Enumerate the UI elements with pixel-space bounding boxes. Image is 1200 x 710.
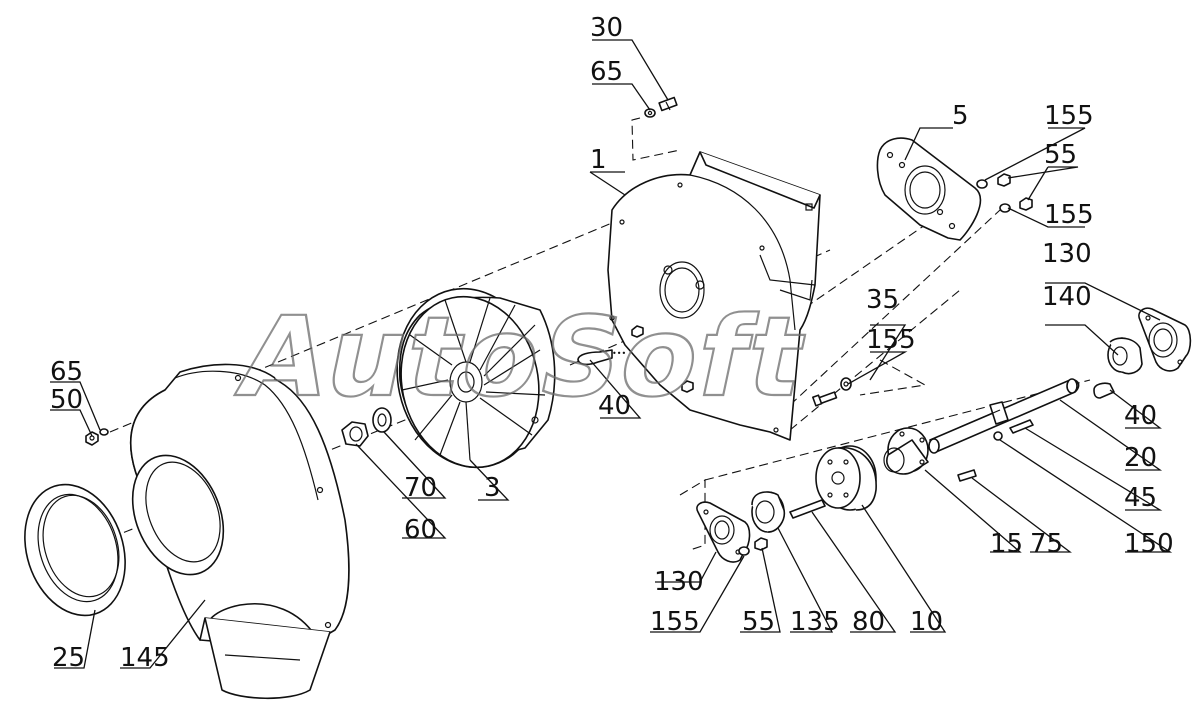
key-80 [789,499,826,519]
callout-55-upper: 55 [1044,140,1077,170]
washer-155-lower [999,203,1011,213]
callout-40-right: 40 [1124,401,1157,431]
nut-55-upper [997,173,1011,187]
callout-140: 140 [1042,282,1092,312]
callout-155-bottom: 155 [650,607,700,637]
impeller [396,287,556,469]
callout-5: 5 [952,101,969,131]
nut-60 [341,421,369,447]
watermark-text: AutoSoft [228,294,818,422]
callout-75: 75 [1030,529,1063,559]
callout-55-bottom: 55 [742,607,775,637]
callout-labels: 30 65 1 5 155 55 155 130 140 35 155 40 4… [50,13,1174,673]
callout-15: 15 [990,529,1023,559]
callout-150: 150 [1124,529,1174,559]
hub-15 [883,427,929,475]
disk-10 [815,445,877,511]
callout-1: 1 [590,145,607,175]
key-75 [957,469,977,482]
key-40-right [1093,382,1115,399]
bearing-flange-130-upper [1138,307,1192,372]
nut-55-bottom [754,537,768,551]
key-40-impeller: ••• [577,349,626,366]
callout-65-top: 65 [590,57,623,87]
leader-lines [50,39,1173,669]
callout-130-lower: 130 [654,567,704,597]
washer-155-center [840,377,852,391]
flange-ring [24,483,126,617]
washer-65-left [99,428,109,436]
washer-150 [993,431,1003,441]
callout-35: 35 [866,285,899,315]
washer-70 [372,407,392,433]
callout-30: 30 [590,13,623,43]
callout-70: 70 [404,473,437,503]
washer-155-upper [976,179,988,189]
bearing-plate-5 [876,137,982,241]
bolt-30 [658,96,678,112]
callout-3: 3 [484,473,501,503]
washer-65-top [644,108,656,118]
casing-plate [607,151,821,441]
bearing-140 [1107,337,1143,375]
callout-20: 20 [1124,443,1157,473]
callout-50: 50 [50,385,83,415]
bolt-35 [812,391,838,407]
key-45 [1009,419,1034,434]
callout-10: 10 [910,607,943,637]
callout-130-upper: 130 [1042,239,1092,269]
callout-65-left: 65 [50,357,83,387]
callout-145: 145 [120,643,170,673]
callout-135: 135 [790,607,840,637]
bearing-flange-130-lower [696,501,751,563]
nut-55-lower [1019,197,1033,211]
callout-155-upper: 155 [1044,101,1094,131]
volute-housing [130,363,350,700]
casing-nuts [609,182,813,433]
callout-155-lower: 155 [1044,200,1094,230]
callout-25: 25 [52,643,85,673]
callout-60: 60 [404,515,437,545]
callout-155-center: 155 [866,325,916,355]
bearing-135 [751,491,786,533]
washer-155-bottom [738,546,750,556]
callout-80: 80 [852,607,885,637]
callout-45: 45 [1124,483,1157,513]
nut-50 [85,431,99,446]
callout-40-center: 40 [598,391,631,421]
svg-text:•••: ••• [612,349,626,358]
shaft [928,378,1080,454]
